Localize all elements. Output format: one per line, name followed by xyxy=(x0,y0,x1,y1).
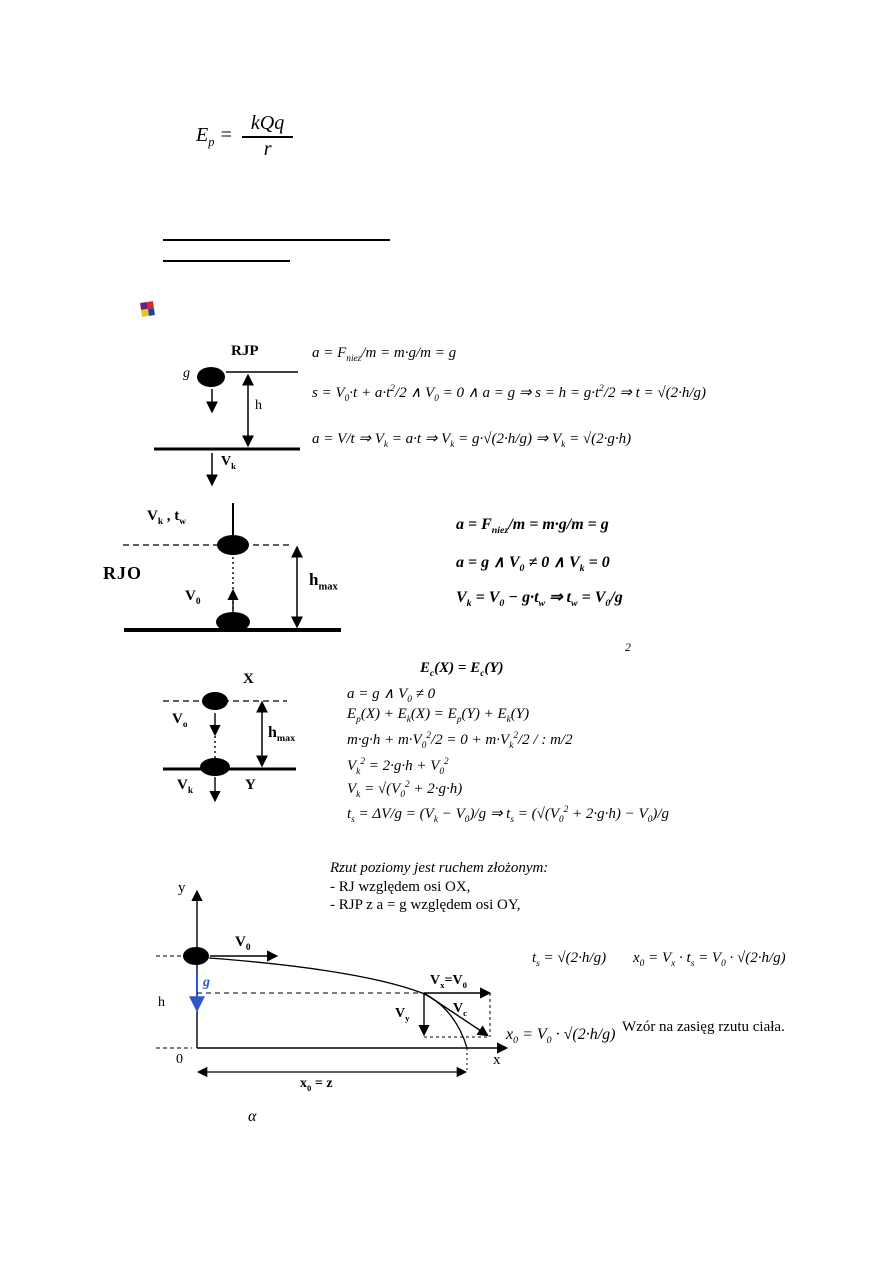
freefall-eq-acceleration: a = Fniez/m = m·g/m = g xyxy=(312,345,457,364)
energy-eq-expanded: m·g·h + m·V02/2 = 0 + m·Vk2/2 / : m/2 xyxy=(347,731,573,751)
rjo-eq-conditions: a = g ∧ V0 ≠ 0 ∧ Vk = 0 xyxy=(456,554,610,575)
heading-rule-2 xyxy=(163,260,290,262)
g-label: g xyxy=(183,366,190,381)
energy-eq-vk-squared: Vk2 = 2·g·h + V02 xyxy=(347,757,449,777)
apex-velocity-label: Vk , tw xyxy=(147,508,186,527)
vc-arrow xyxy=(423,992,489,1037)
projectile-intro-ox: - RJ względem osi OX, xyxy=(330,879,471,895)
energy-eq-conditions: a = g ∧ V0 ≠ 0 xyxy=(347,686,436,705)
trajectory-curve xyxy=(208,957,468,1049)
projectile-eq-range: x0 = V0 · √(2·h/g) xyxy=(506,1026,616,1047)
vertical-throw-drawing xyxy=(123,503,341,632)
energy-eq-vk: Vk = √(V02 + 2·g·h) xyxy=(347,780,463,800)
point-x-label: X xyxy=(243,671,254,687)
vertical-throw-title: RJO xyxy=(103,563,142,583)
hmax-label: hmax xyxy=(268,724,296,745)
range-note: Wzór na zasięg rzutu ciała. xyxy=(622,1019,785,1035)
ball-launch xyxy=(183,947,209,965)
free-fall-title: RJP xyxy=(231,343,259,359)
formula-denominator: r xyxy=(263,138,272,160)
diagram-vertical-throw: Vk , tw RJO V0 hmax xyxy=(100,503,380,648)
rjo-eq-acceleration: a = Fniez/m = m·g/m = g xyxy=(456,516,609,537)
v0-label: V0 xyxy=(235,934,251,953)
h-label: h xyxy=(158,995,165,1010)
y-axis-label: y xyxy=(178,880,186,896)
energy-eq-conservation: Ec(X) = Ec(Y) xyxy=(420,660,504,679)
v0-label: Vo xyxy=(172,711,188,730)
projectile-intro-title: Rzut poziomy jest ruchem złożonym: xyxy=(330,860,549,876)
coulomb-potential-formula: Ep = kQq r xyxy=(196,112,294,161)
range-label: x0 = z xyxy=(300,1076,333,1093)
ball xyxy=(197,367,225,387)
freefall-eq-velocity: a = V/t ⇒ Vk = a·t ⇒ Vk = g·√(2·h/g) ⇒ V… xyxy=(312,431,632,450)
formula-lhs: Ep = xyxy=(196,123,233,149)
projectile-eq-time: ts = √(2·h/g) xyxy=(532,950,607,969)
diagram-free-fall: RJP g h Vk xyxy=(138,343,353,503)
diagram-energy-throw: X Vo hmax Vk Y xyxy=(155,670,335,812)
energy-eq-balance: Ep(X) + Ek(X) = Ep(Y) + Ek(Y) xyxy=(347,706,530,725)
decorative-bullet-icon xyxy=(140,301,155,317)
x-axis-label: x xyxy=(493,1052,501,1068)
energy-eq-fall-time: ts = ΔV/g = (Vk − V0)/g ⇒ ts = (√(V02 + … xyxy=(347,805,670,825)
h-label: h xyxy=(255,398,262,413)
ball-ground xyxy=(216,612,250,632)
stray-subscript-text: 2 xyxy=(625,640,631,654)
projectile-intro-oy: - RJP z a = g względem osi OY, xyxy=(330,897,521,913)
g-label: g xyxy=(203,975,210,990)
projectile-eq-distance: x0 = Vx · ts = V0 · √(2·h/g) xyxy=(633,950,786,969)
vk-label: Vk xyxy=(221,454,236,471)
hmax-label: hmax xyxy=(309,570,338,593)
vx-label: Vx=V0 xyxy=(430,973,467,990)
bullet-quadrant xyxy=(147,308,155,316)
vk-label: Vk xyxy=(177,777,194,796)
projectile-drawing xyxy=(156,889,509,1078)
vy-label: Vy xyxy=(395,1006,410,1023)
origin-label: 0 xyxy=(176,1052,183,1067)
freefall-eq-distance: s = V0·t + a·t2/2 ∧ V0 = 0 ∧ a = g ⇒ s =… xyxy=(312,384,706,404)
energy-throw-drawing xyxy=(163,692,296,803)
formula-numerator: kQq xyxy=(241,112,294,138)
v0-label: V0 xyxy=(185,588,201,607)
point-y-label: Y xyxy=(245,777,256,793)
rjo-eq-time: Vk = V0 − g·tw ⇒ tw = V0/g xyxy=(456,589,623,610)
alpha-symbol: α xyxy=(248,1108,257,1125)
diagram-projectile: y V0 g h Vx=V0 Vy Vc x 0 x0 = z xyxy=(140,880,560,1100)
formula-fraction: kQq r xyxy=(241,112,294,161)
ball-bottom xyxy=(200,758,230,776)
free-fall-drawing xyxy=(154,367,300,487)
vc-label: Vc xyxy=(453,1001,467,1018)
heading-rule-1 xyxy=(163,239,390,241)
